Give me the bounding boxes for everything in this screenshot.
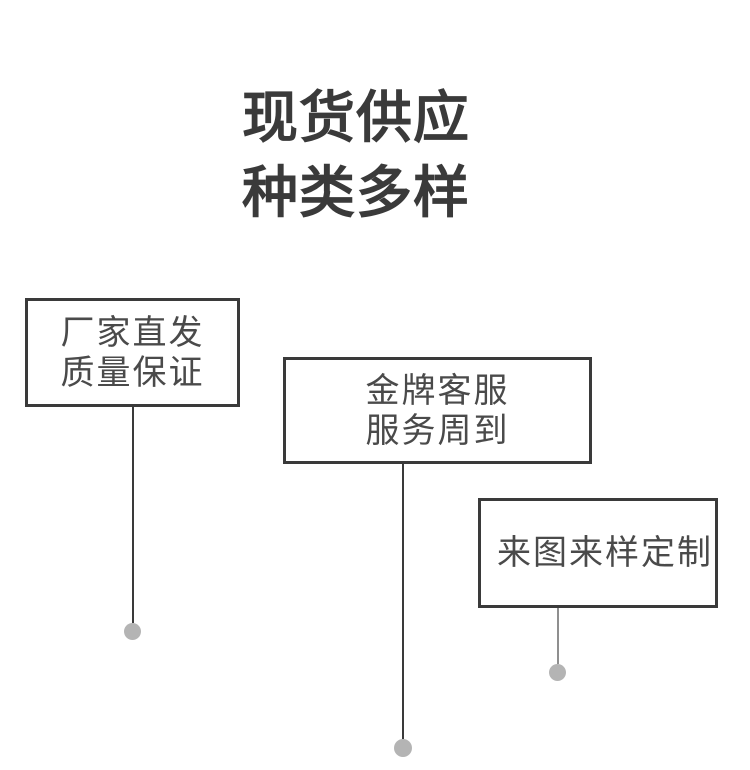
headline: 现货供应 种类多样 [236, 80, 476, 230]
leader-line-factory [132, 407, 134, 623]
leader-line-custom [557, 608, 559, 664]
callout-gold-service: 金牌客服 服务周到 [283, 357, 592, 464]
callout-factory-line-1: 厂家直发 [60, 313, 205, 352]
callout-custom-orders: 来图来样定制 [478, 498, 718, 608]
leader-dot-custom [549, 664, 566, 681]
callout-service-line-1: 金牌客服 [365, 371, 510, 410]
headline-line-2: 种类多样 [242, 160, 470, 224]
callout-factory-direct: 厂家直发 质量保证 [25, 298, 240, 407]
callout-factory-line-2: 质量保证 [60, 353, 205, 392]
leader-line-service [402, 463, 404, 739]
headline-line-1: 现货供应 [242, 85, 470, 149]
leader-dot-factory [124, 623, 141, 640]
leader-dot-service [394, 739, 412, 757]
callout-custom-line-1: 来图来样定制 [497, 534, 713, 572]
callout-service-line-2: 服务周到 [365, 411, 510, 450]
